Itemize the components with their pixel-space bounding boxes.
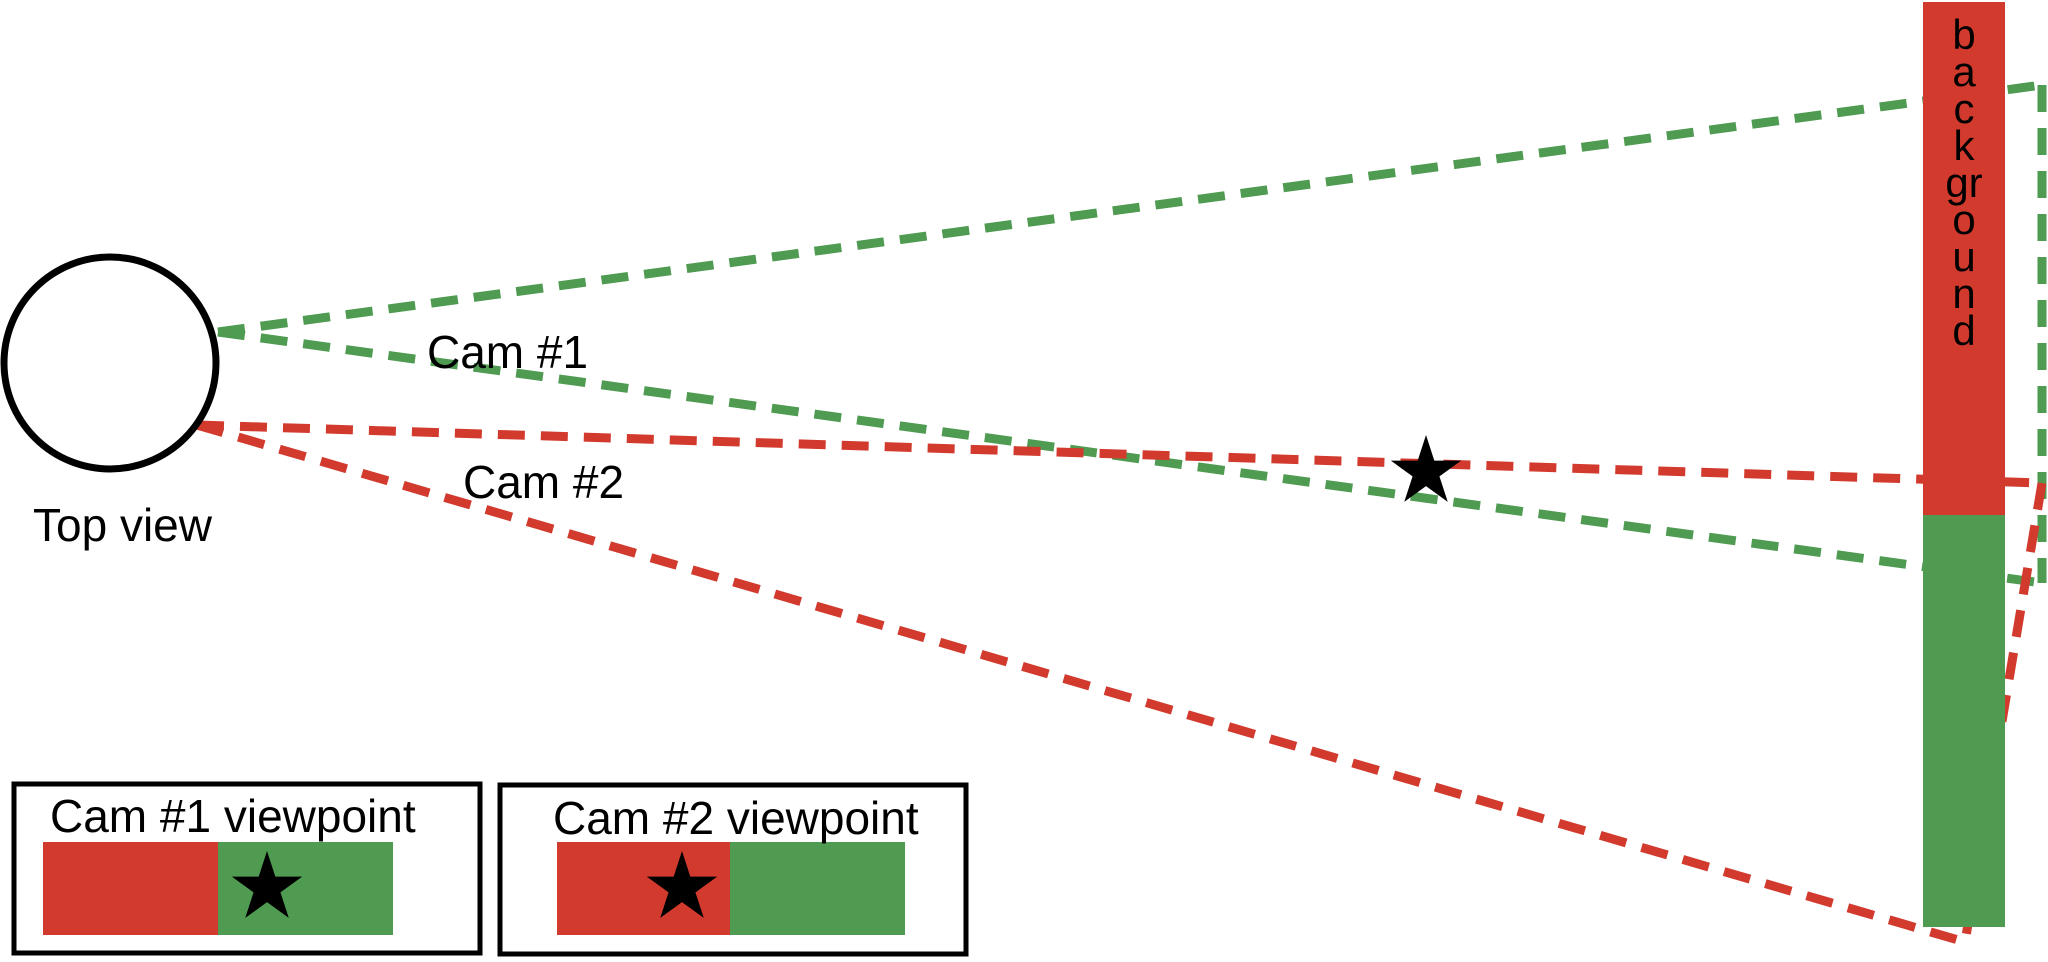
- background-bar-red-segment: [1923, 2, 2005, 515]
- cam1-viewpoint-star-icon: [231, 851, 303, 918]
- background-label: background: [1945, 11, 1983, 354]
- cam1-viewpoint-strip-green: [218, 842, 393, 935]
- top-view-label: Top view: [33, 499, 212, 551]
- cam1-ray-lower: [217, 327, 2043, 588]
- background-bar-green-segment: [1923, 515, 2005, 927]
- cam2-viewpoint-title: Cam #2 viewpoint: [553, 792, 919, 844]
- cam2-viewpoint-strip-red: [557, 842, 730, 935]
- cam2-viewpoint-star-icon: [646, 851, 718, 918]
- cam2-ray-upper: [196, 420, 2043, 488]
- cam2-viewpoint-strip-green: [730, 842, 905, 935]
- scene-star-icon: [1390, 435, 1462, 502]
- cam1-viewpoint-strip-red: [43, 842, 218, 935]
- cam2-ray-lower: [195, 420, 1967, 947]
- cam1-label: Cam #1: [427, 326, 589, 378]
- cam1-viewpoint-title: Cam #1 viewpoint: [50, 790, 416, 842]
- cam1-ray-upper: [217, 80, 2043, 337]
- camera-circle: [0, 253, 220, 473]
- cam2-label: Cam #2: [463, 456, 625, 508]
